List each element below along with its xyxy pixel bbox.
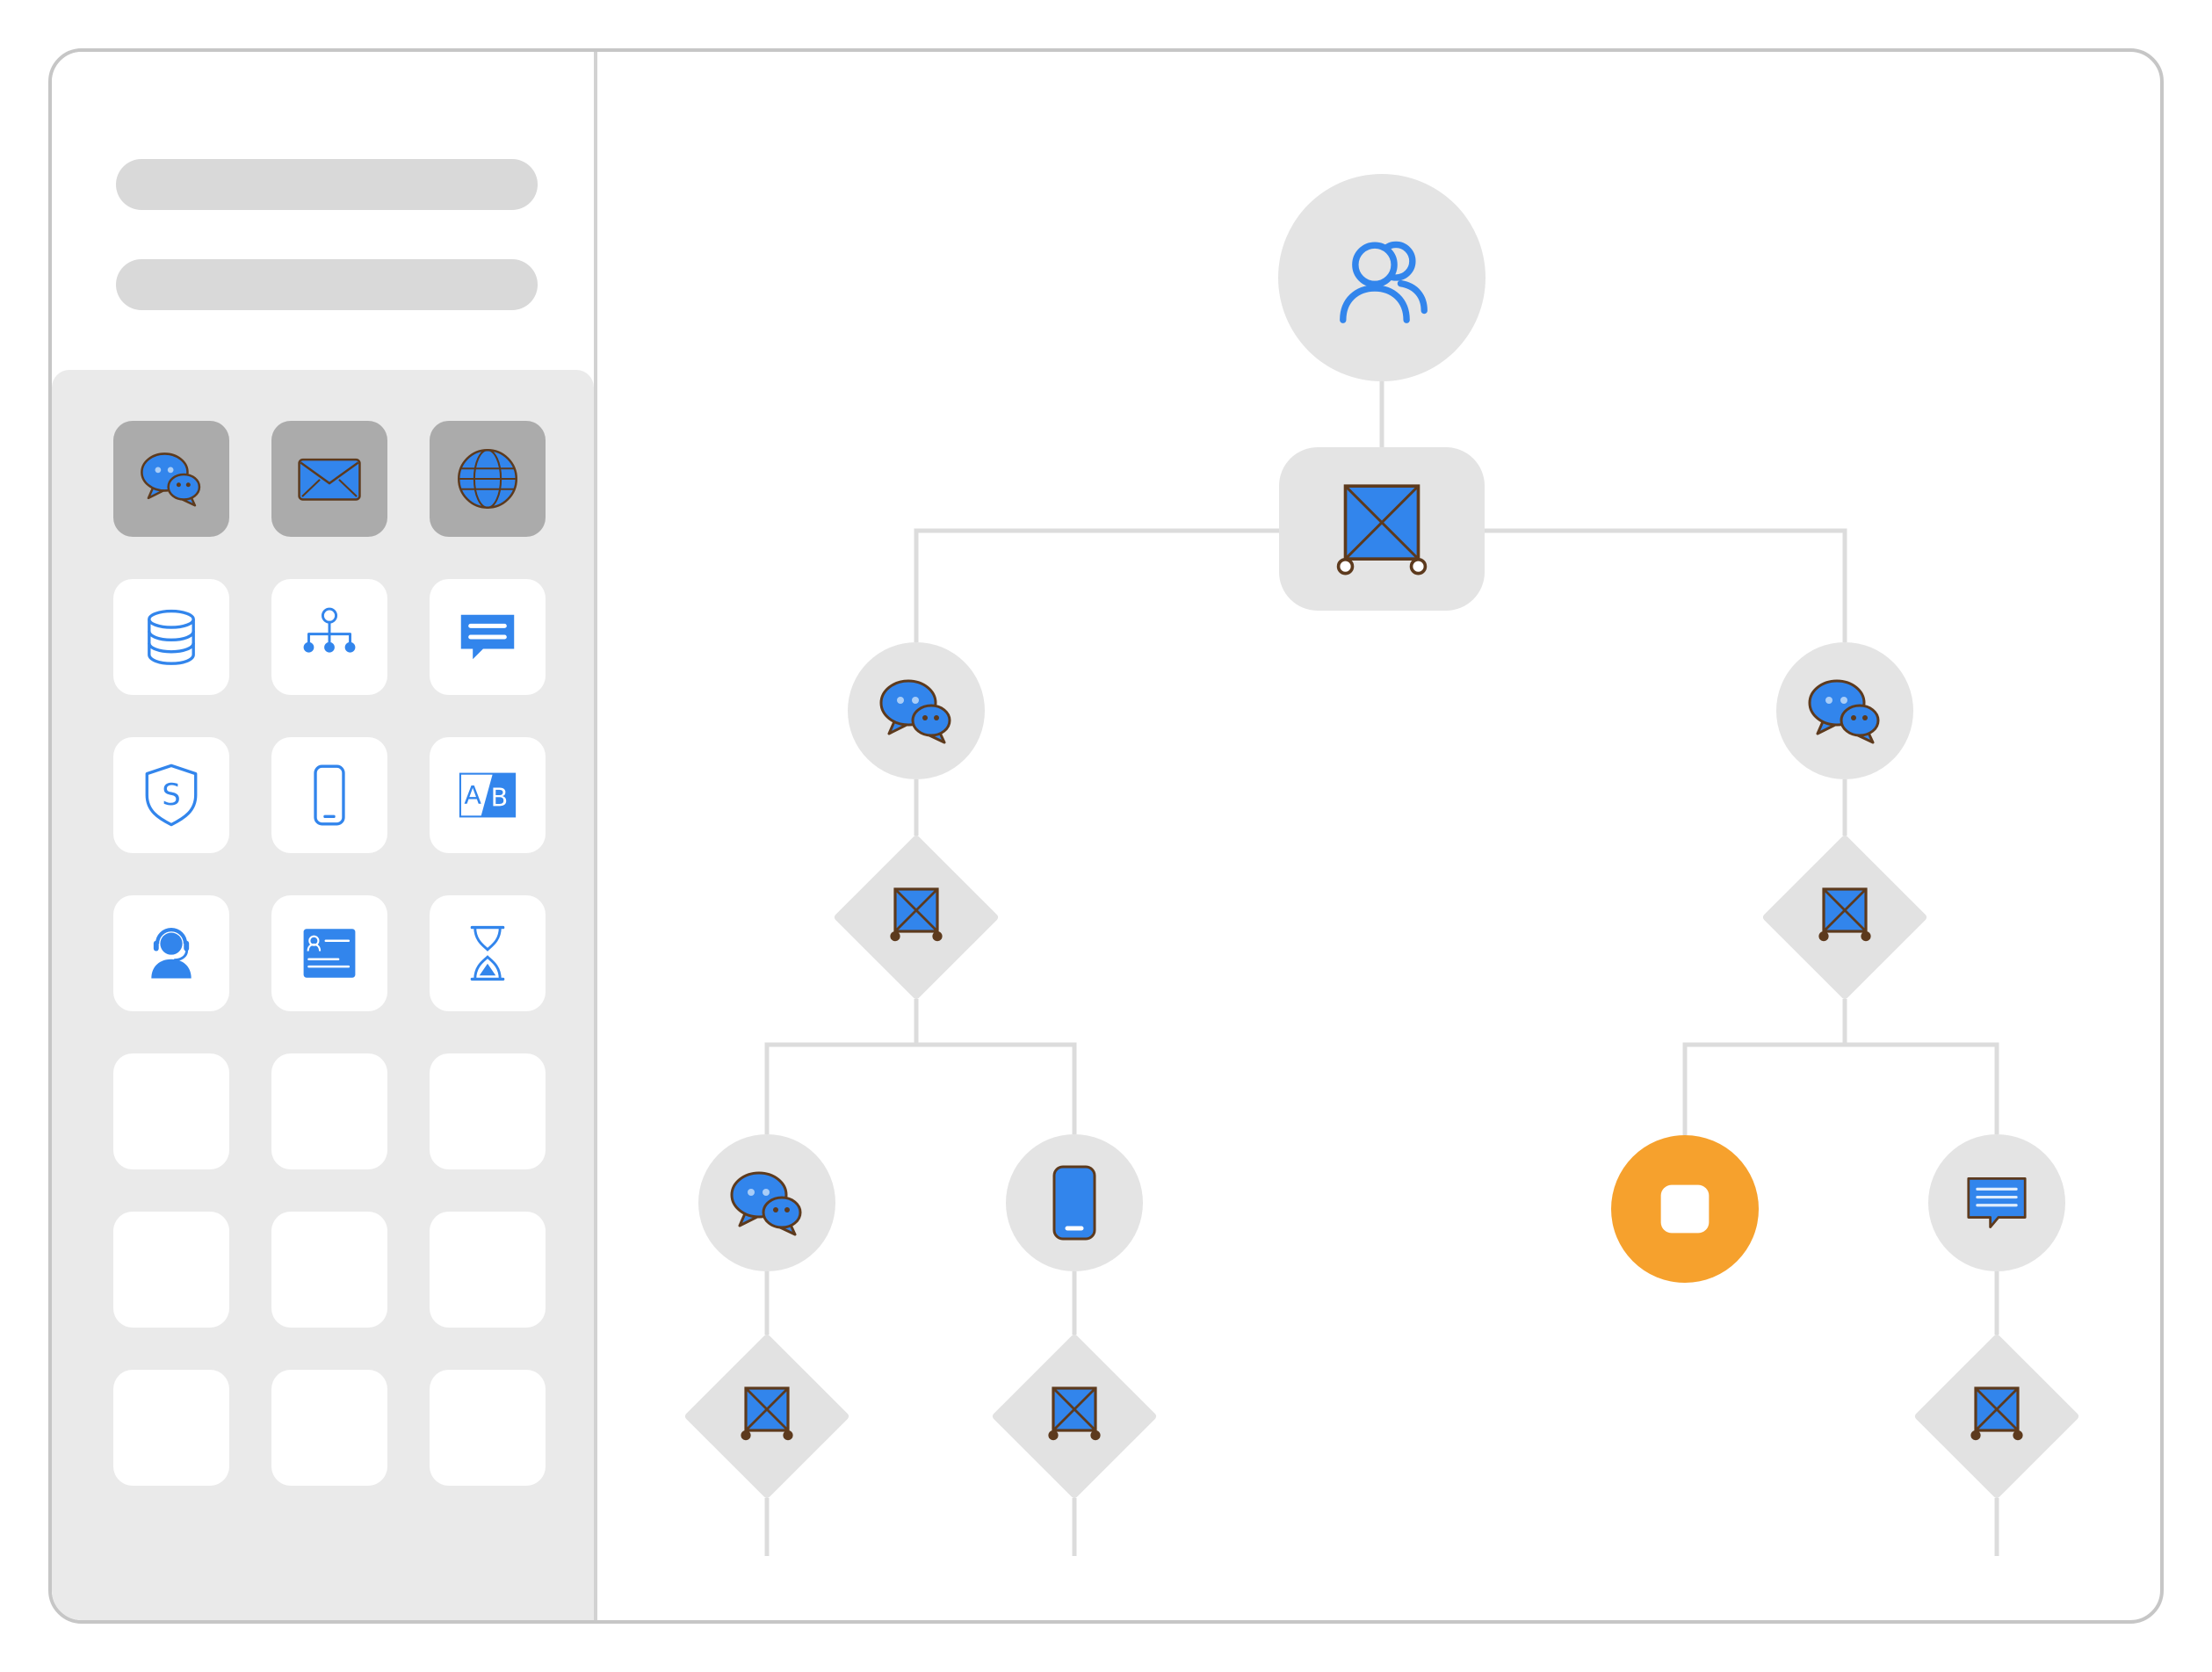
edge-decision-right-to-message-right-2 xyxy=(1845,1042,1999,1134)
database-icon xyxy=(134,600,208,674)
contact-form-icon xyxy=(293,916,366,990)
canvas[interactable] xyxy=(597,52,2160,1620)
node-chat-right[interactable] xyxy=(1776,642,1913,779)
hourglass-icon xyxy=(451,916,524,990)
svg-text:B: B xyxy=(491,783,509,813)
message-lines-icon xyxy=(1956,1162,2037,1243)
chat-bubbles-icon xyxy=(872,667,960,755)
artboard-x-icon xyxy=(1328,475,1435,583)
palette-grid: S A B xyxy=(52,370,594,1486)
connector-svg xyxy=(764,381,1999,1556)
artboard-x-sm-icon xyxy=(1039,1381,1110,1451)
palette-tile-empty-1 xyxy=(113,1053,229,1169)
shield-icon: S xyxy=(134,758,208,832)
palette-tile-ab-test[interactable]: A B xyxy=(430,737,546,853)
node-decision-left[interactable] xyxy=(833,834,1000,1001)
node-split-root[interactable] xyxy=(1279,447,1485,611)
artboard-x-sm-icon xyxy=(1810,882,1880,952)
envelope-icon xyxy=(293,442,366,516)
palette-tile-security[interactable]: S xyxy=(113,737,229,853)
palette-tile-web[interactable] xyxy=(430,421,546,537)
palette-tile-empty-6 xyxy=(430,1212,546,1328)
edge-decision-left-to-chat-left-1 xyxy=(764,999,919,1134)
svg-text:S: S xyxy=(162,778,180,812)
app-window: S A B xyxy=(48,48,2164,1624)
edge-decision-right-to-end-right-1 xyxy=(1682,999,1847,1135)
node-message-right-2[interactable] xyxy=(1928,1134,2065,1271)
smartphone-icon xyxy=(293,758,366,832)
palette-tile-hierarchy[interactable] xyxy=(271,579,387,695)
node-chat-left[interactable] xyxy=(848,642,985,779)
palette-tile-database[interactable] xyxy=(113,579,229,695)
node-chat-left-1[interactable] xyxy=(698,1134,835,1271)
node-decision-right-2[interactable] xyxy=(1913,1333,2080,1500)
edge-split-root-to-chat-right xyxy=(1483,528,1847,642)
palette-tile-empty-7 xyxy=(113,1370,229,1486)
palette-tile-empty-2 xyxy=(271,1053,387,1169)
node-decision-left-1[interactable] xyxy=(683,1333,850,1500)
palette-tile-empty-4 xyxy=(113,1212,229,1328)
sidebar: S A B xyxy=(52,52,597,1620)
node-decision-right[interactable] xyxy=(1761,834,1928,1001)
sidebar-title-placeholder xyxy=(116,159,538,210)
palette-tile-empty-5 xyxy=(271,1212,387,1328)
support-agent-icon xyxy=(134,916,208,990)
palette-tile-empty-3 xyxy=(430,1053,546,1169)
palette-panel: S A B xyxy=(52,370,594,1620)
chat-bubbles-icon xyxy=(1801,667,1889,755)
palette-tile-support[interactable] xyxy=(113,895,229,1011)
chat-bubbles-icon xyxy=(723,1159,811,1247)
edge-decision-left-to-phone-left-2 xyxy=(916,1042,1077,1134)
comment-icon xyxy=(451,600,524,674)
palette-tile-empty-8 xyxy=(271,1370,387,1486)
palette-tile-contact-form[interactable] xyxy=(271,895,387,1011)
ab-test-icon: A B xyxy=(451,758,524,832)
sitemap-icon xyxy=(293,600,366,674)
smartphone-solid-icon xyxy=(1030,1159,1118,1247)
artboard-x-sm-icon xyxy=(1962,1381,2032,1451)
chat-bubbles-icon xyxy=(134,442,208,516)
palette-tile-empty-9 xyxy=(430,1370,546,1486)
node-phone-left-2[interactable] xyxy=(1006,1134,1143,1271)
palette-tile-email[interactable] xyxy=(271,421,387,537)
svg-text:A: A xyxy=(464,780,481,810)
palette-tile-comment[interactable] xyxy=(430,579,546,695)
artboard-x-sm-icon xyxy=(881,882,951,952)
node-audience[interactable] xyxy=(1278,174,1486,381)
palette-tile-mobile[interactable] xyxy=(271,737,387,853)
palette-tile-chat[interactable] xyxy=(113,421,229,537)
node-decision-left-2[interactable] xyxy=(991,1333,1158,1500)
sidebar-subtitle-placeholder xyxy=(116,259,538,310)
edge-split-root-to-chat-left xyxy=(914,528,1281,642)
stop-square-icon xyxy=(1652,1176,1718,1242)
palette-tile-wait[interactable] xyxy=(430,895,546,1011)
artboard-x-sm-icon xyxy=(732,1381,802,1451)
audience-icon xyxy=(1323,219,1441,337)
globe-icon xyxy=(451,442,524,516)
node-end-right-1[interactable] xyxy=(1611,1135,1759,1283)
